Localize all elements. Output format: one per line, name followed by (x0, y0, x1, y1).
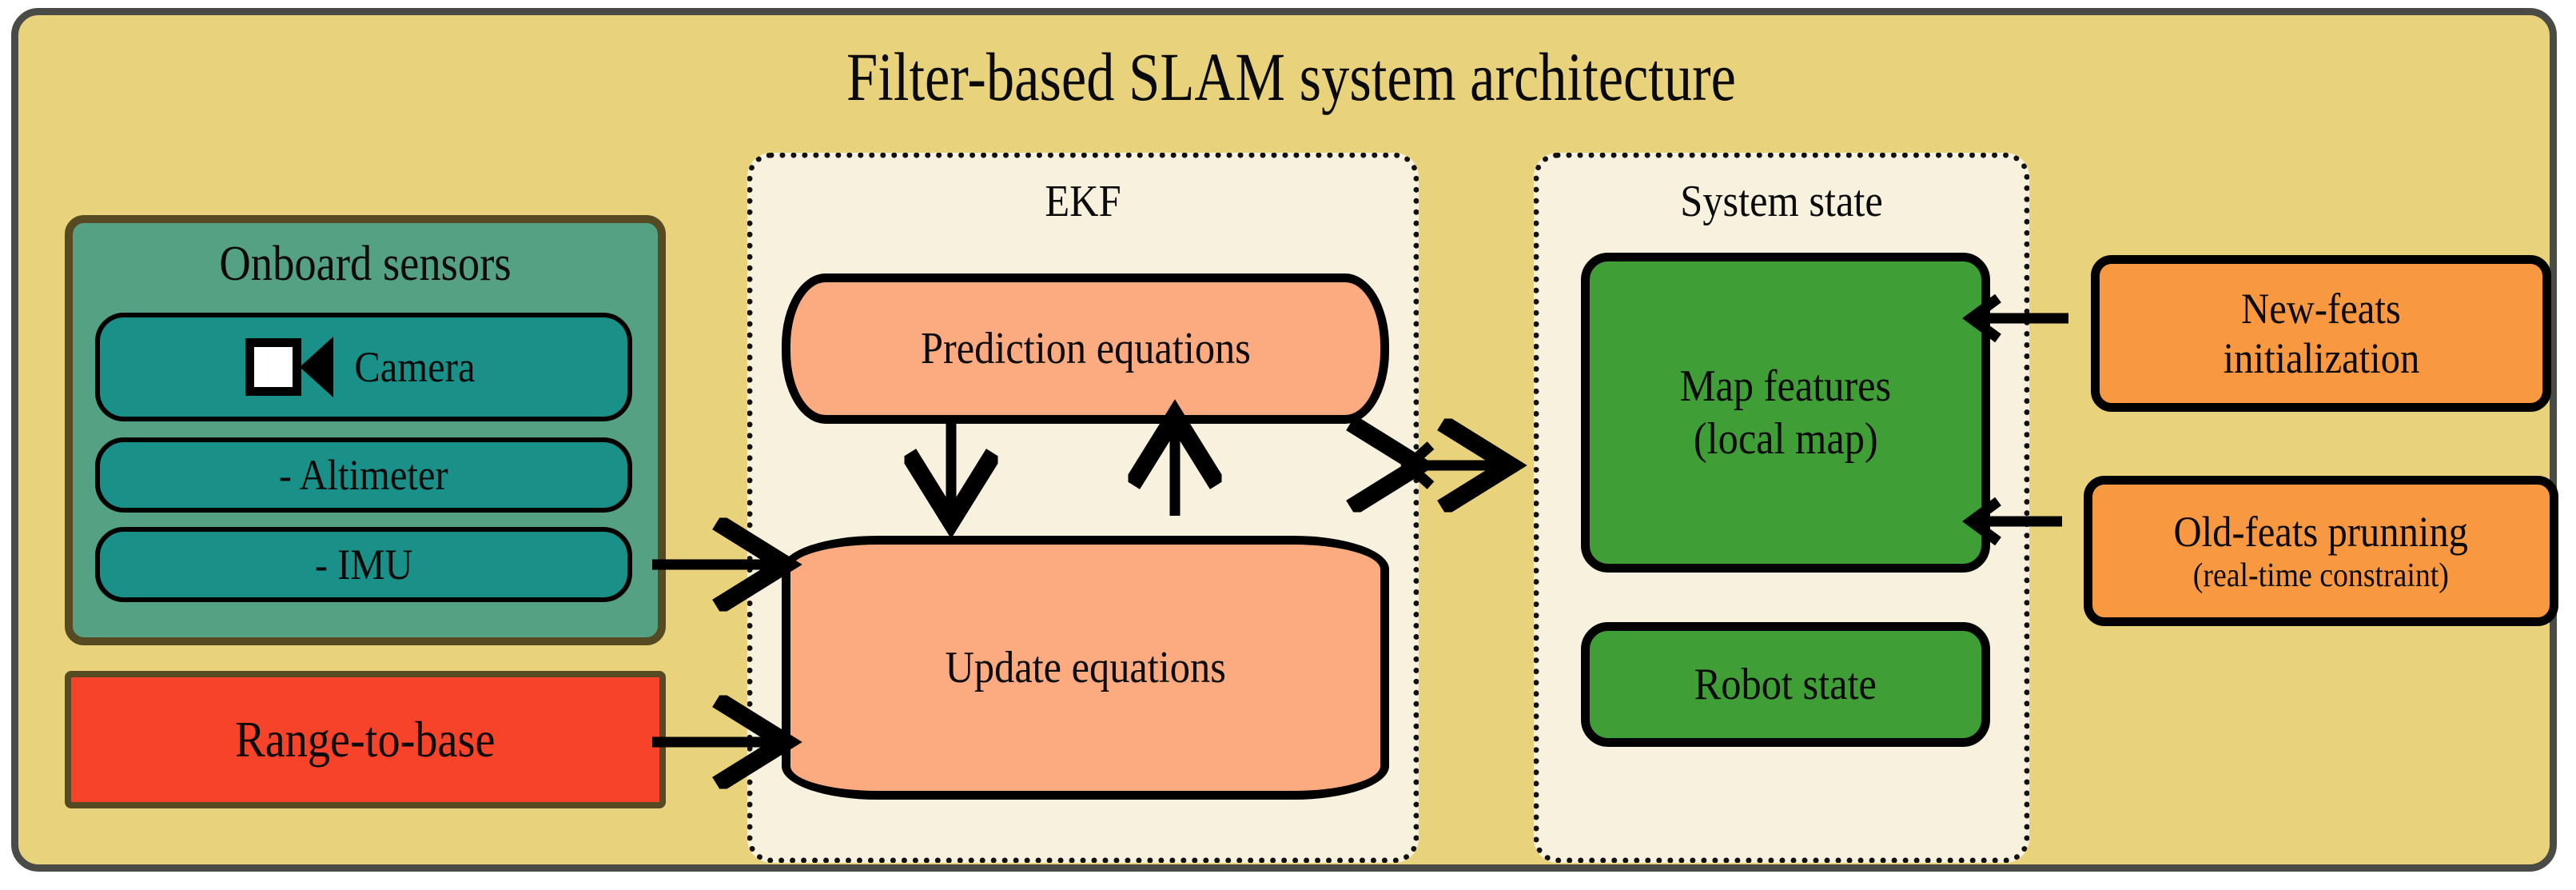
robot-state-box[interactable]: Robot state (1581, 622, 1990, 747)
old-feats-prunning-box[interactable]: Old-feats prunning (real-time constraint… (2084, 476, 2558, 626)
prediction-equations-label: Prediction equations (920, 324, 1251, 373)
new-feats-label-line2: initialization (2223, 334, 2419, 382)
sensor-item-label: Camera (354, 343, 476, 391)
sensor-item-altimeter[interactable]: - Altimeter (95, 437, 632, 513)
sensor-item-label: - IMU (314, 541, 413, 589)
new-feats-label-line1: New-feats (2241, 284, 2401, 333)
ekf-panel-label: EKF (1045, 177, 1121, 226)
map-features-label-line1: Map features (1679, 361, 1892, 411)
update-equations-box[interactable]: Update equations (782, 536, 1389, 800)
onboard-sensors-label: Onboard sensors (219, 237, 512, 291)
range-to-base-label: Range-to-base (235, 711, 496, 768)
map-features-box[interactable]: Map features (local map) (1581, 253, 1990, 573)
onboard-sensors-group: Onboard sensors Camera - Altimeter - IMU (65, 215, 666, 645)
new-feats-initialization-box[interactable]: New-feats initialization (2091, 255, 2551, 412)
update-equations-label: Update equations (945, 643, 1226, 692)
map-features-label-line2: (local map) (1693, 414, 1878, 464)
page-title: Filter-based SLAM system architecture (846, 38, 1736, 115)
ekf-panel: EKF Prediction equations Update equation… (747, 153, 1419, 863)
range-to-base-box[interactable]: Range-to-base (65, 671, 666, 808)
system-state-panel: System state Map features (local map) Ro… (1534, 153, 2029, 863)
old-feats-label-line1: Old-feats prunning (2173, 507, 2469, 556)
outer-frame: Filter-based SLAM system architecture On… (11, 8, 2558, 872)
old-feats-label-sub: (real-time constraint) (2192, 557, 2450, 594)
sensor-item-imu[interactable]: - IMU (95, 527, 632, 602)
robot-state-label: Robot state (1694, 659, 1877, 709)
sensor-item-camera[interactable]: Camera (95, 313, 632, 421)
camera-icon (245, 337, 334, 397)
sensor-item-label: - Altimeter (279, 451, 448, 499)
prediction-equations-box[interactable]: Prediction equations (782, 273, 1389, 424)
system-state-panel-label: System state (1680, 177, 1883, 226)
